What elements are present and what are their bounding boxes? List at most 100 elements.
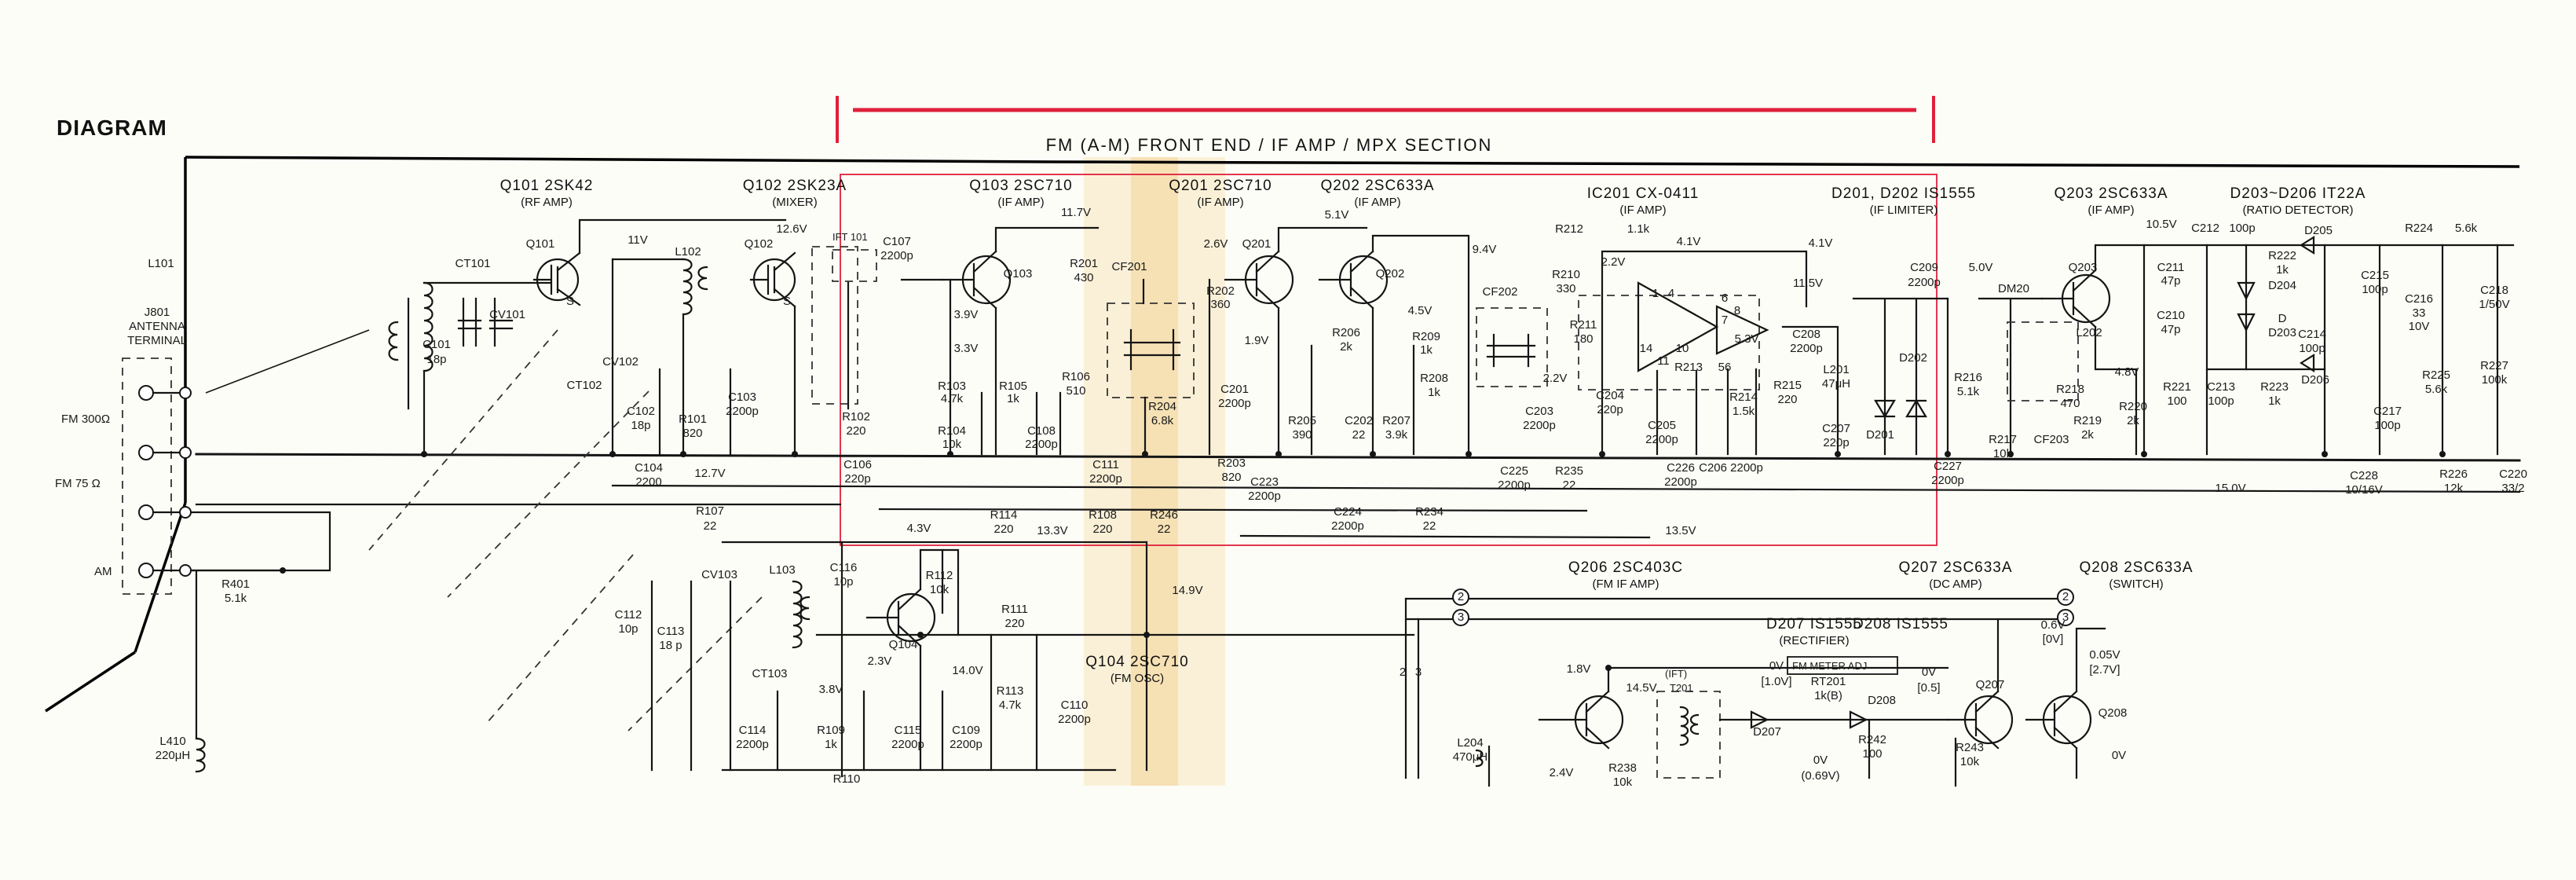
part-label: R246 <box>1150 508 1178 522</box>
part-label: 33 <box>2413 306 2426 320</box>
part-label: 0.05V <box>2089 648 2120 662</box>
part-label: C112 <box>615 608 642 622</box>
part-label: C106 <box>843 458 872 471</box>
part-label: C116 <box>830 561 858 574</box>
part-label: 100p <box>2362 283 2388 296</box>
part-label: 14.5V <box>1626 681 1656 695</box>
part-label: 1k(B) <box>1814 689 1842 702</box>
stage-role: (FM OSC) <box>1111 672 1164 685</box>
part-label: C113 <box>657 625 685 638</box>
part-label: R217 <box>1989 433 2017 446</box>
part-label: R103 <box>938 380 966 393</box>
part-label: C212 <box>2191 222 2219 235</box>
section-title: FM (A-M) FRONT END / IF AMP / MPX SECTIO… <box>1046 135 1493 155</box>
part-label: 220 <box>993 522 1013 536</box>
part-label: D207 <box>1753 725 1781 739</box>
part-label: 8 <box>1734 304 1740 317</box>
ratio-detector <box>2142 236 2499 456</box>
part-label: 3 <box>1415 666 1422 679</box>
part-label: Q203 <box>2069 261 2098 274</box>
part-label: 22 <box>1563 478 1576 492</box>
part-label: 10V <box>2409 320 2430 333</box>
part-label: C202 <box>1345 414 1373 427</box>
part-label: R107 <box>696 504 724 518</box>
part-label: 5.1k <box>225 592 247 605</box>
part-label: 2200p <box>726 405 759 418</box>
part-label: 2 <box>1400 666 1406 679</box>
part-label: C101 <box>423 338 451 351</box>
part-label: C207 <box>1822 422 1850 435</box>
part-label: R204 <box>1148 400 1176 413</box>
part-label: C107 <box>883 235 911 248</box>
part-label: 10.5V <box>2146 218 2176 231</box>
part-label: 14.0V <box>952 664 982 677</box>
part-label: 0V <box>1769 659 1784 673</box>
part-label: 2200p <box>1523 419 1556 432</box>
part-label: 10p <box>833 575 853 588</box>
part-label: R203 <box>1217 456 1246 470</box>
coil-l101 <box>388 281 551 456</box>
part-label: 2200p <box>1790 342 1823 355</box>
part-label: 15.0V <box>2215 482 2245 495</box>
part-label: C111 <box>1092 458 1119 471</box>
stage-title: Q202 2SC633A <box>1320 178 1434 194</box>
part-label: 12k <box>2444 482 2464 495</box>
part-label: [1.0V] <box>1761 675 1791 688</box>
section-highlight <box>836 96 1937 546</box>
part-label: 1 <box>1652 287 1659 300</box>
part-label: 11 <box>1657 354 1670 368</box>
part-label: 100 <box>2167 394 2186 408</box>
part-label: R219 <box>2073 414 2102 427</box>
part-label: CT103 <box>752 667 787 680</box>
part-label: 2200p <box>891 738 924 751</box>
part-label: R201 <box>1070 257 1098 270</box>
transistor-q207 <box>1946 619 2014 787</box>
stage-role: (DC AMP) <box>1929 578 1982 591</box>
part-label: Q207 <box>1976 678 2005 691</box>
stage-role: (RF AMP) <box>521 196 573 209</box>
part-label: C214 <box>2298 328 2326 341</box>
part-label: R205 <box>1288 414 1316 427</box>
part-label: 4.8V <box>2115 365 2139 379</box>
part-label: 4.5V <box>1408 304 1433 317</box>
part-label: 6 <box>1722 292 1728 305</box>
part-label: 220p <box>1823 436 1849 449</box>
junction-dots <box>280 451 2446 671</box>
part-label: 3 <box>2062 610 2069 624</box>
part-label: 0.6V <box>2041 618 2066 632</box>
stage-title: Q201 2SC710 <box>1169 178 1272 194</box>
part-label: 2200p <box>1058 713 1091 726</box>
fm-meter-label: FM METER ADJ <box>1792 660 1867 672</box>
part-label: 4.1V <box>1677 235 1701 248</box>
svg-text:IFT 101: IFT 101 <box>832 231 868 243</box>
part-label: CF201 <box>1111 260 1147 273</box>
part-label: D202 <box>1899 351 1927 365</box>
part-label: 5.0V <box>1969 261 1993 274</box>
part-label: 3.3V <box>954 342 979 355</box>
svg-text:J801: J801 <box>145 306 170 319</box>
part-label: R112 <box>926 569 953 582</box>
svg-text:FM 300Ω: FM 300Ω <box>61 412 110 426</box>
stage-role: (RECTIFIER) <box>1779 634 1849 647</box>
part-label: Q101 <box>526 237 555 251</box>
part-label: 3.9V <box>954 308 979 321</box>
part-label: R238 <box>1608 761 1637 775</box>
part-label: D208 <box>1868 694 1896 707</box>
part-label: 10k <box>930 583 950 596</box>
part-label: C213 <box>2207 380 2235 394</box>
transistor-q208 <box>2025 627 2106 779</box>
part-label: R212 <box>1555 222 1583 236</box>
part-label: 2200p <box>1248 490 1281 503</box>
part-label: 14 <box>1640 342 1653 355</box>
part-label: 4.1V <box>1809 236 1833 250</box>
part-label: 820 <box>1221 471 1241 484</box>
part-label: 10k <box>942 438 962 451</box>
part-label: CT101 <box>455 257 490 270</box>
stage-title: Q101 2SK42 <box>500 178 594 194</box>
part-label: D204 <box>2268 279 2296 292</box>
chassis-bus <box>45 156 2520 713</box>
part-label: 47p <box>2161 274 2180 288</box>
part-label: 0V <box>1922 666 1936 679</box>
part-label: 10 <box>1676 342 1689 355</box>
part-label: C223 <box>1250 475 1279 489</box>
